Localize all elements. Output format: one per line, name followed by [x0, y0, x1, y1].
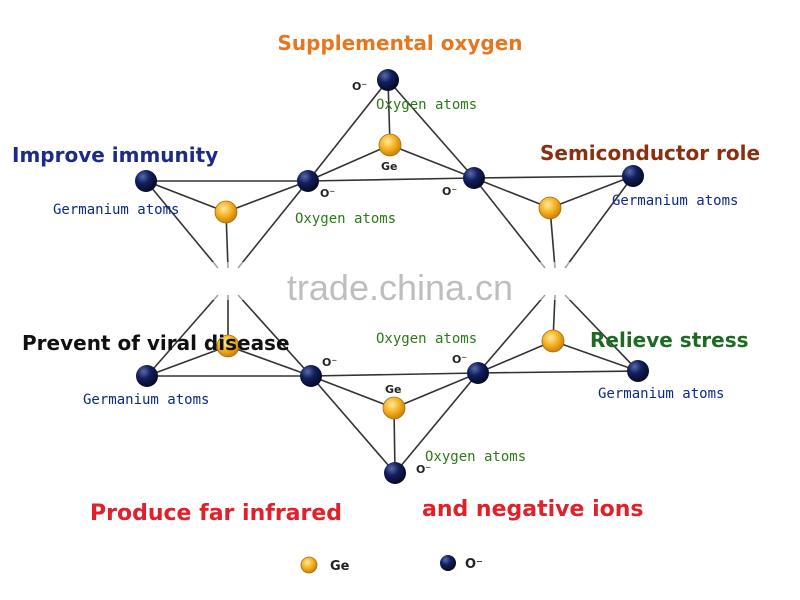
germanium-atom	[216, 334, 240, 358]
oxygen-atom	[136, 365, 158, 387]
o-minus-label: O⁻	[320, 187, 335, 200]
legend-o-swatch	[440, 555, 456, 571]
watermark-text: trade.china.cn	[287, 267, 513, 308]
benefit-negative-ions: and negative ions	[422, 497, 643, 522]
ge-label: Ge	[385, 383, 402, 396]
o-minus-label: O⁻	[452, 353, 467, 366]
germanium-atom	[378, 133, 402, 157]
germanium-atom	[541, 329, 565, 353]
germanium-atoms-label: Germanium atoms	[598, 386, 724, 402]
benefit-prevent-viral-disease: Prevent of viral disease	[22, 331, 290, 355]
legend-ge-swatch	[300, 556, 318, 574]
ge-label: Ge	[381, 160, 398, 173]
watermark-band	[130, 262, 600, 300]
o-minus-label: O⁻	[352, 80, 367, 93]
o-minus-label: O⁻	[416, 463, 431, 476]
oxygen-atom	[627, 360, 649, 382]
oxygen-atoms-label: Oxygen atoms	[425, 449, 526, 465]
germanium-atoms-label: Germanium atoms	[83, 392, 209, 408]
oxygen-atom	[384, 462, 406, 484]
germanium-atom	[214, 200, 238, 224]
o-minus-label: O⁻	[442, 185, 457, 198]
germanium-atoms-label: Germanium atoms	[53, 202, 179, 218]
oxygen-atom	[135, 170, 157, 192]
legend: Ge O⁻	[300, 555, 483, 574]
benefit-improve-immunity: Improve immunity	[12, 143, 218, 167]
germanium-atoms	[214, 133, 565, 420]
oxygen-atom	[622, 165, 644, 187]
oxygen-atom	[297, 170, 319, 192]
benefit-supplemental-oxygen: Supplemental oxygen	[277, 31, 522, 55]
oxygen-atom	[300, 365, 322, 387]
germanium-atom	[538, 196, 562, 220]
oxygen-atoms-label: Oxygen atoms	[376, 97, 477, 113]
oxygen-atom	[377, 69, 399, 91]
germanium-atom	[382, 396, 406, 420]
legend-ge-label: Ge	[330, 559, 350, 574]
oxygen-atoms-label: Oxygen atoms	[295, 211, 396, 227]
legend-o-label: O⁻	[465, 557, 483, 572]
benefit-far-infrared: Produce far infrared	[90, 501, 342, 526]
oxygen-atoms	[135, 69, 649, 484]
benefit-relieve-stress: Relieve stress	[590, 328, 749, 352]
oxygen-atom	[467, 362, 489, 384]
germanium-atoms-label: Germanium atoms	[612, 193, 738, 209]
oxygen-atom	[463, 167, 485, 189]
o-minus-label: O⁻	[322, 356, 337, 369]
benefit-semiconductor-role: Semiconductor role	[540, 141, 760, 165]
oxygen-atoms-label: Oxygen atoms	[376, 331, 477, 347]
